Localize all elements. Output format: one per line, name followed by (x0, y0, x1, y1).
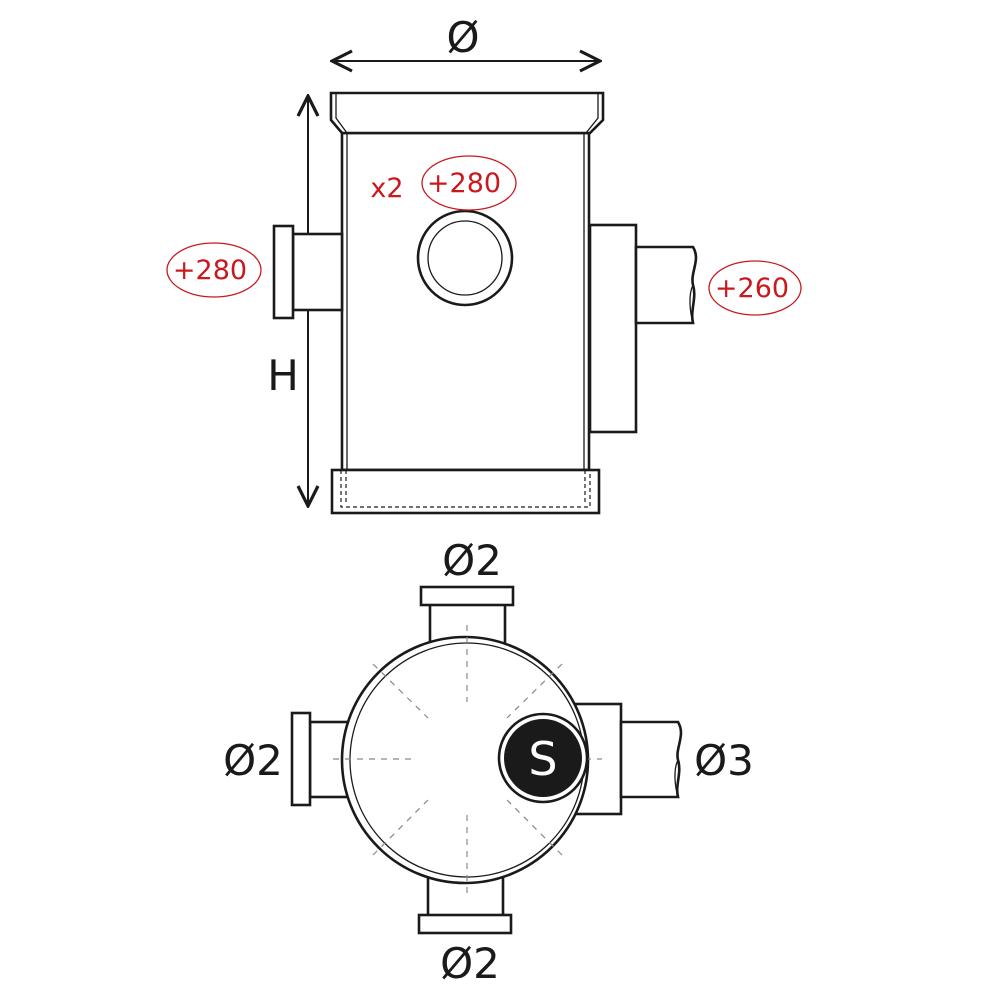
left-inlet-depth-ellipse (166, 242, 262, 298)
height-label: H (267, 351, 299, 400)
left-inlet-label: Ø2 (223, 736, 283, 785)
bottom-inlet-label: Ø2 (440, 939, 500, 988)
right-outlet-pipe (588, 223, 698, 434)
top-inlet-label: Ø2 (442, 536, 502, 585)
right-outlet-label: Ø3 (694, 736, 754, 785)
diameter-label: Ø (446, 13, 479, 62)
top-collar (329, 91, 605, 135)
front-inlet-opening (416, 209, 514, 307)
siphon-badge: S (497, 712, 589, 804)
multiplier-label: x2 (370, 173, 403, 204)
top-inlet-depth-ellipse (421, 155, 517, 211)
base-ring (330, 468, 601, 515)
siphon-letter: S (528, 732, 557, 786)
left-inlet-depth: +280 (173, 255, 247, 286)
center-guide-lines (333, 625, 602, 895)
right-outlet-depth-ellipse (708, 260, 802, 316)
top-inlet-depth: +280 (427, 168, 501, 199)
left-inlet-pipe (272, 224, 344, 320)
side-view: Ø H (166, 13, 802, 515)
top-view: Ø2 Ø2 Ø3 Ø2 (223, 536, 754, 988)
right-outlet-depth: +260 (715, 273, 789, 304)
